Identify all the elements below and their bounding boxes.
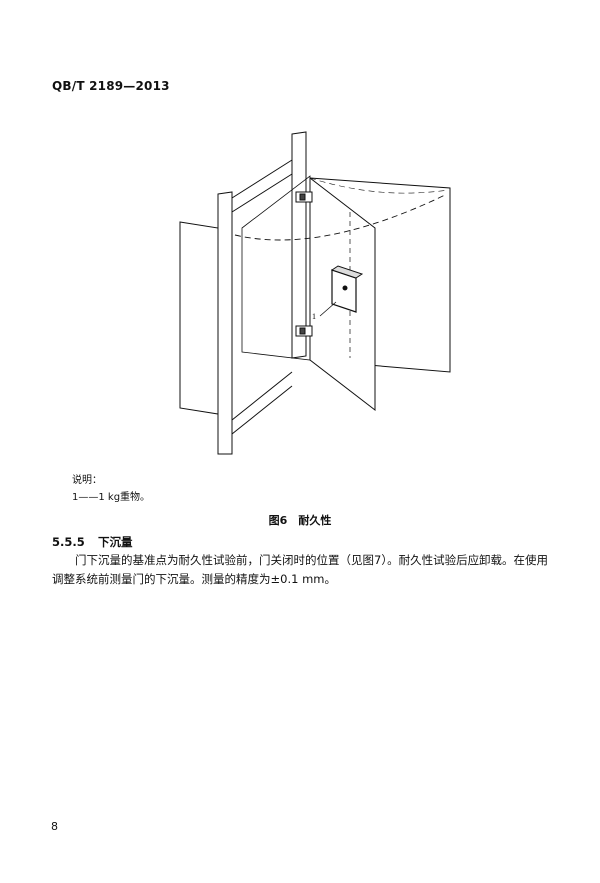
cabinet-door-diagram: 1: [179, 131, 451, 455]
section-title: 下沉量: [98, 535, 133, 549]
frame-upright-rear: [291, 131, 307, 359]
side-panel: [179, 221, 219, 415]
section-body: 门下沉量的基准点为耐久性试验前，门关闭时的位置（见图7）。耐久性试验后应卸载。在…: [52, 553, 549, 586]
figure-caption: 图6 耐久性: [268, 514, 332, 527]
closed-door-glass: [241, 175, 311, 361]
standard-code-header: QB/T 2189—2013: [52, 79, 170, 93]
swing-arc: [234, 194, 446, 241]
section-number: 5.5.5: [52, 535, 85, 549]
page-number: 8: [51, 820, 58, 833]
durability-test-figure: 1: [160, 120, 460, 465]
legend-item: 1——1 kg重物。: [72, 492, 151, 503]
callout-label: 1: [312, 312, 316, 321]
legend-title: 说明：: [72, 475, 102, 486]
frame-upright-front: [217, 191, 233, 455]
section-heading: 5.5.5 下沉量: [52, 534, 133, 550]
